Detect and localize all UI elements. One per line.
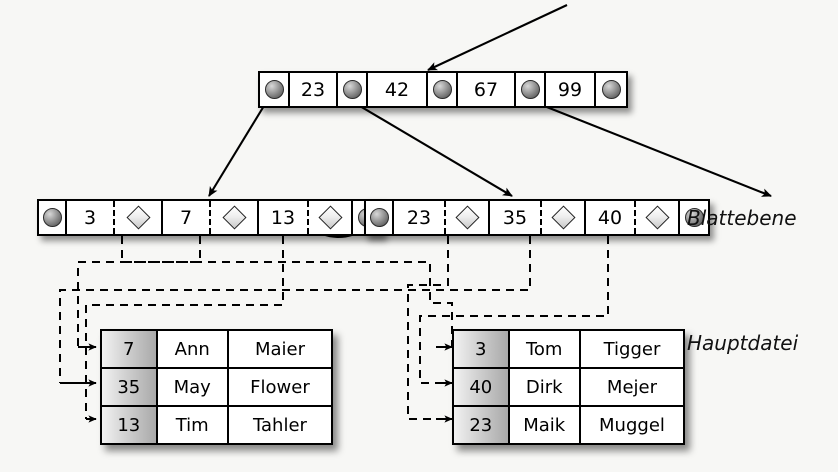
row-key: 40 (454, 369, 510, 405)
root-key-2: 67 (458, 73, 516, 106)
leaf-right-prev-pointer[interactable] (366, 201, 394, 234)
diamond-pointer-icon (454, 205, 480, 230)
main-file-table-right: 3 Tom Tigger 40 Dirk Mejer 23 Maik Mugge… (452, 329, 685, 445)
leaf-left-record-pointer-0[interactable] (115, 201, 163, 234)
table-row[interactable]: 23 Maik Muggel (454, 405, 684, 443)
root-key-1: 42 (368, 73, 428, 106)
row-first-name: Dirk (509, 369, 581, 405)
leaf-left-prev-pointer[interactable] (39, 201, 67, 234)
row-key: 23 (454, 407, 510, 443)
sphere-pointer-icon (342, 80, 362, 99)
incoming-root-arrow (427, 4, 568, 71)
sphere-pointer-icon (520, 80, 540, 99)
root-pointer-2[interactable] (428, 73, 458, 106)
leaf-left-record-pointer-1[interactable] (211, 201, 259, 234)
sphere-pointer-icon (601, 80, 621, 99)
root-inner-node[interactable]: 23 42 67 99 (258, 71, 628, 108)
row-last-name: Flower (228, 369, 332, 405)
sphere-pointer-icon (42, 208, 62, 227)
row-last-name: Mejer (580, 369, 684, 405)
leaf-left-record-pointer-2[interactable] (309, 201, 353, 234)
diamond-pointer-icon (125, 205, 151, 230)
main-file-table-left: 7 Ann Maier 35 May Flower 13 Tim Tahler (100, 329, 333, 445)
row-first-name: Tim (157, 407, 229, 443)
diamond-pointer-icon (550, 205, 576, 230)
root-to-far-right-arrow (513, 93, 772, 197)
row-last-name: Muggel (580, 407, 684, 443)
root-pointer-0[interactable] (260, 73, 290, 106)
root-pointer-3[interactable] (516, 73, 546, 106)
table-row[interactable]: 13 Tim Tahler (102, 405, 332, 443)
row-last-name: Tigger (580, 331, 684, 367)
leaf-right-record-pointer-2[interactable] (636, 201, 680, 234)
diamond-pointer-icon (644, 205, 670, 230)
leaf-left-key-0: 3 (67, 201, 115, 234)
diamond-pointer-icon (221, 205, 247, 230)
row-first-name: Tom (509, 331, 581, 367)
table-row[interactable]: 35 May Flower (102, 367, 332, 405)
row-first-name: Ann (157, 331, 229, 367)
root-to-leaf-right-arrow (347, 98, 513, 197)
root-key-0: 23 (290, 73, 338, 106)
diamond-pointer-icon (317, 205, 343, 230)
sphere-pointer-icon (264, 80, 284, 99)
leaf-right-next-pointer[interactable] (680, 201, 708, 234)
root-pointer-4[interactable] (596, 73, 626, 106)
leaf-node-right[interactable]: 23 35 40 (364, 199, 710, 236)
table-row[interactable]: 40 Dirk Mejer (454, 367, 684, 405)
leaf-right-record-pointer-0[interactable] (446, 201, 490, 234)
main-file-label: Hauptdatei (687, 331, 799, 355)
root-pointer-1[interactable] (338, 73, 368, 106)
leaf-right-key-1: 35 (490, 201, 542, 234)
sphere-pointer-icon (432, 80, 452, 99)
leaf-right-key-0: 23 (394, 201, 446, 234)
row-first-name: May (157, 369, 229, 405)
leaf-left-key-2: 13 (259, 201, 309, 234)
row-key: 35 (102, 369, 158, 405)
leaf-left-key-1: 7 (163, 201, 211, 234)
row-last-name: Maier (228, 331, 332, 367)
sphere-pointer-icon (684, 208, 704, 227)
row-last-name: Tahler (228, 407, 332, 443)
row-key: 3 (454, 331, 510, 367)
leaf-node-left[interactable]: 3 7 13 (37, 199, 383, 236)
root-key-3: 99 (546, 73, 596, 106)
table-row[interactable]: 3 Tom Tigger (454, 331, 684, 367)
row-key: 13 (102, 407, 158, 443)
row-key: 7 (102, 331, 158, 367)
leaf-right-record-pointer-1[interactable] (542, 201, 586, 234)
leaf-level-label: Blattebene (687, 206, 797, 230)
row-first-name: Maik (509, 407, 581, 443)
table-row[interactable]: 7 Ann Maier (102, 331, 332, 367)
root-to-leaf-left-arrow (208, 95, 271, 197)
sphere-pointer-icon (369, 208, 389, 227)
leaf-right-key-2: 40 (586, 201, 636, 234)
